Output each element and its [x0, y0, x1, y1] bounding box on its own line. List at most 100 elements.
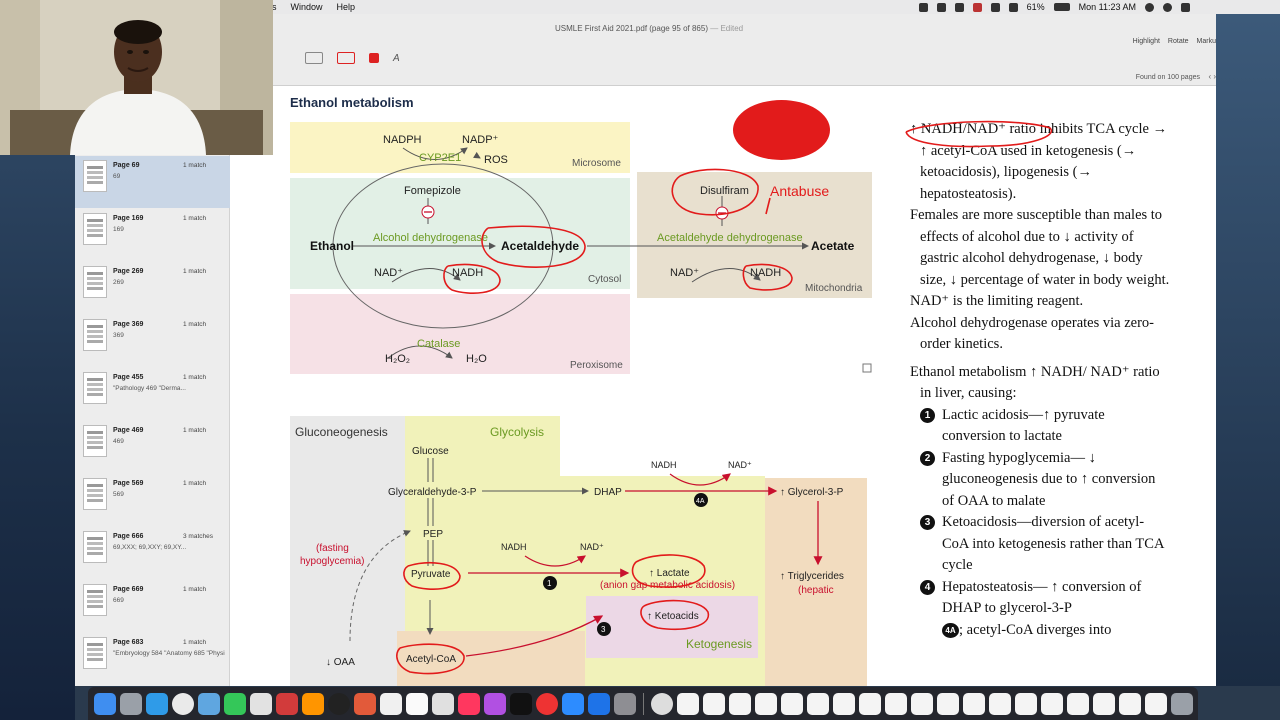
menu-item-help[interactable]: Help [336, 2, 356, 12]
podcasts-icon[interactable] [484, 692, 506, 715]
app-icon[interactable] [276, 692, 298, 715]
page-thumbnail [83, 478, 107, 510]
spotlight-search-icon[interactable] [1145, 2, 1154, 12]
number-badge: 4A [942, 622, 959, 638]
search-result-item[interactable]: Page 369 1 match 369 [75, 315, 230, 367]
safari-icon[interactable] [146, 692, 168, 715]
menubar-clock[interactable]: Mon 11:23 AM [1078, 2, 1136, 12]
label-disulfiram: Disulfiram [700, 185, 749, 197]
menu-item-window[interactable]: Window [290, 2, 323, 12]
document-icon[interactable] [807, 692, 829, 715]
search-result-item[interactable]: Page 569 1 match 569 [75, 474, 230, 526]
battery-icon[interactable] [1053, 3, 1070, 11]
document-icon[interactable] [859, 692, 881, 715]
menu-bar: s Window Help 61% Mon 11:23 AM [0, 0, 1280, 14]
search-result-item[interactable]: Page 455 1 match "Pathology 469 "Derma..… [75, 368, 230, 420]
page-thumbnail [83, 637, 107, 669]
zoom-figure-icon[interactable] [862, 363, 872, 373]
fill-color-button[interactable] [369, 53, 379, 63]
label-mitochondria: Mitochondria [805, 283, 863, 294]
annotation-circle-ketoacids [640, 599, 710, 631]
wifi-icon[interactable] [1008, 2, 1018, 12]
app-icon[interactable] [328, 692, 350, 715]
document-icon[interactable] [781, 692, 803, 715]
document-icon[interactable] [755, 692, 777, 715]
label-nadh-a: NADH [651, 460, 677, 470]
app-icon[interactable] [302, 692, 324, 715]
photos-icon[interactable] [250, 692, 272, 715]
label-anion-gap: (anion gap metabolic acidosis) [600, 580, 735, 591]
document-icon[interactable] [937, 692, 959, 715]
bluetooth-icon[interactable] [990, 2, 1000, 12]
label-h2o: H₂O [466, 353, 487, 365]
search-result-item[interactable]: Page 683 1 match "Embryology 584 "Anatom… [75, 633, 230, 685]
shape-style-button[interactable] [305, 52, 323, 64]
news-icon[interactable] [536, 692, 558, 715]
tv-icon[interactable] [510, 692, 532, 715]
control-center-icon[interactable] [1181, 2, 1190, 12]
search-result-item[interactable]: Page 69 1 match 69 [75, 156, 230, 208]
trash-icon[interactable] [1171, 692, 1193, 715]
search-nav-arrows[interactable]: ‹ › [1208, 72, 1216, 81]
calendar-icon[interactable] [380, 692, 402, 715]
enzyme-cycle-ellipse [332, 163, 554, 329]
search-results-count: Found on 100 pages [1135, 74, 1200, 81]
document-icon[interactable] [963, 692, 985, 715]
document-icon[interactable] [1041, 692, 1063, 715]
webcam-overlay [0, 0, 273, 155]
app-icon[interactable] [354, 692, 376, 715]
document-icon[interactable] [911, 692, 933, 715]
document-icon[interactable] [703, 692, 725, 715]
document-icon[interactable] [1015, 692, 1037, 715]
document-icon[interactable] [1067, 692, 1089, 715]
search-result-item[interactable]: Page 169 1 match 169 [75, 209, 230, 261]
messages-icon[interactable] [224, 692, 246, 715]
label-hypoglycemia: hypoglycemia) [300, 556, 364, 567]
label-ketoacids: ↑ Ketoacids [647, 611, 699, 622]
document-icon[interactable] [677, 692, 699, 715]
music-icon[interactable] [936, 2, 946, 12]
menu-item-partial[interactable]: s [272, 2, 277, 12]
flag-icon[interactable] [972, 2, 982, 12]
finder-icon[interactable] [94, 692, 116, 715]
document-icon[interactable] [885, 692, 907, 715]
text-style-icon[interactable]: A [393, 52, 400, 64]
quicktime-icon[interactable] [651, 692, 673, 715]
search-result-item[interactable]: Page 669 1 match 669 [75, 580, 230, 632]
document-icon[interactable] [989, 692, 1011, 715]
chrome-icon[interactable] [172, 692, 194, 715]
reminders-icon[interactable] [432, 692, 454, 715]
search-result-item[interactable]: Page 666 3 matches 69,XXX; 69,XXY; 69,XY… [75, 527, 230, 579]
screen-record-icon[interactable] [918, 2, 928, 12]
music-icon[interactable] [458, 692, 480, 715]
markup-button[interactable]: Marku [1196, 38, 1216, 45]
system-preferences-icon[interactable] [614, 692, 636, 715]
border-color-button[interactable] [337, 52, 355, 64]
search-result-item[interactable]: Page 469 1 match 469 [75, 421, 230, 473]
video-icon[interactable] [954, 2, 964, 12]
document-icon[interactable] [1119, 692, 1141, 715]
search-result-item[interactable]: Page 269 1 match 269 [75, 262, 230, 314]
desktop-background-right [1216, 14, 1280, 686]
notes-icon[interactable] [406, 692, 428, 715]
document-icon[interactable] [833, 692, 855, 715]
user-icon[interactable] [1163, 2, 1172, 12]
number-badge: 4 [920, 579, 935, 595]
launchpad-icon[interactable] [120, 692, 142, 715]
highlight-button[interactable]: Highlight [1132, 38, 1160, 45]
label-nad-a: NAD⁺ [728, 460, 752, 470]
label-nad-plus: NAD⁺ [374, 267, 403, 279]
document-icon[interactable] [1093, 692, 1115, 715]
note-females: Females are more susceptible than males … [910, 207, 1170, 288]
preview-icon[interactable] [198, 692, 220, 715]
step-1-marker [543, 576, 557, 590]
document-icon[interactable] [729, 692, 751, 715]
label-h2o2: H₂O₂ [385, 353, 410, 365]
annotation-circle-acetylcoa [396, 643, 465, 675]
zoom-icon[interactable] [562, 692, 584, 715]
app-store-icon[interactable] [588, 692, 610, 715]
rotate-button[interactable]: Rotate [1167, 38, 1189, 45]
document-icon[interactable] [1145, 692, 1167, 715]
label-catalase: Catalase [417, 338, 460, 350]
battery-percent[interactable]: 61% [1026, 2, 1045, 12]
